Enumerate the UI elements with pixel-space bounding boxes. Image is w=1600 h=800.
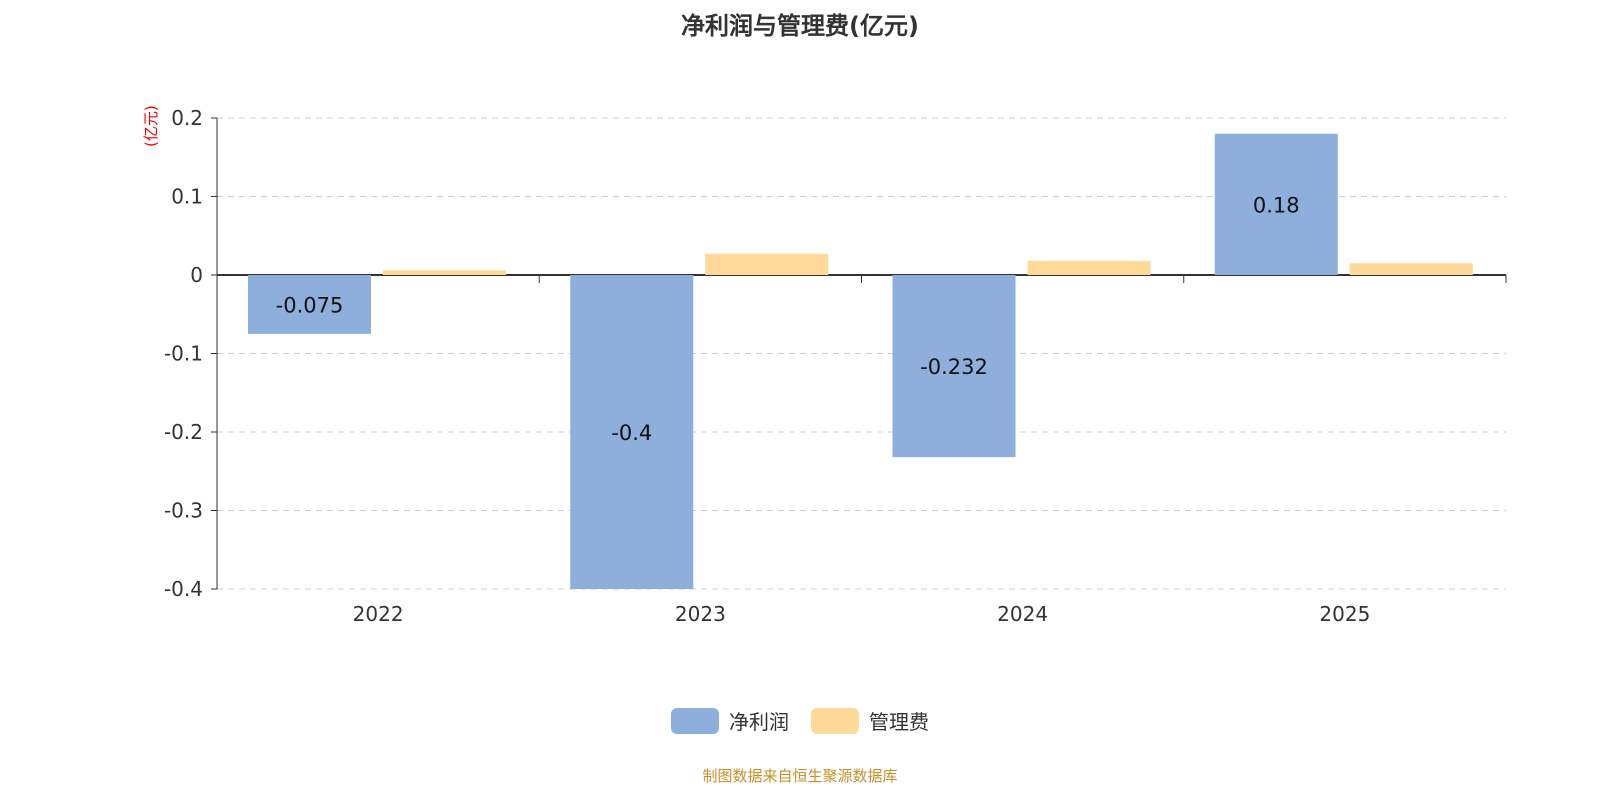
legend-swatch xyxy=(811,707,859,734)
legend-swatch xyxy=(671,707,719,734)
y-tick-label: 0 xyxy=(190,263,203,287)
y-tick-label: -0.1 xyxy=(164,342,203,366)
data-label: -0.4 xyxy=(611,421,652,445)
legend-item-admin-fee[interactable]: 管理费 xyxy=(811,706,929,735)
data-label: -0.232 xyxy=(920,355,988,379)
bar-net-profit xyxy=(248,275,371,334)
source-note: 制图数据来自恒生聚源数据库 xyxy=(702,767,898,785)
x-tick-label: 2024 xyxy=(997,602,1048,626)
data-label: 0.18 xyxy=(1253,193,1300,217)
legend-item-net-profit[interactable]: 净利润 xyxy=(671,706,789,735)
y-tick-label: -0.3 xyxy=(164,499,203,523)
x-tick-label: 2022 xyxy=(353,602,404,626)
legend: 净利润 管理费 xyxy=(0,706,1600,735)
y-tick-label: -0.2 xyxy=(164,420,203,444)
x-tick-label: 2023 xyxy=(675,602,726,626)
bar-admin-fee xyxy=(1027,260,1151,275)
bar-net-profit xyxy=(570,275,694,589)
bar-admin-fee xyxy=(1349,263,1473,275)
bar-net-profit xyxy=(892,275,1016,458)
y-tick-label: -0.4 xyxy=(164,577,203,601)
y-tick-label: 0.2 xyxy=(171,106,203,130)
bar-admin-fee xyxy=(383,270,506,275)
data-label: -0.075 xyxy=(276,293,344,317)
bar-net-profit xyxy=(1214,133,1338,275)
y-tick-label: 0.1 xyxy=(171,185,203,209)
legend-label: 净利润 xyxy=(729,710,789,734)
legend-label: 管理费 xyxy=(869,710,929,734)
bar-admin-fee xyxy=(705,253,829,275)
x-tick-label: 2025 xyxy=(1319,602,1370,626)
chart-title: 净利润与管理费(亿元) xyxy=(681,12,919,40)
